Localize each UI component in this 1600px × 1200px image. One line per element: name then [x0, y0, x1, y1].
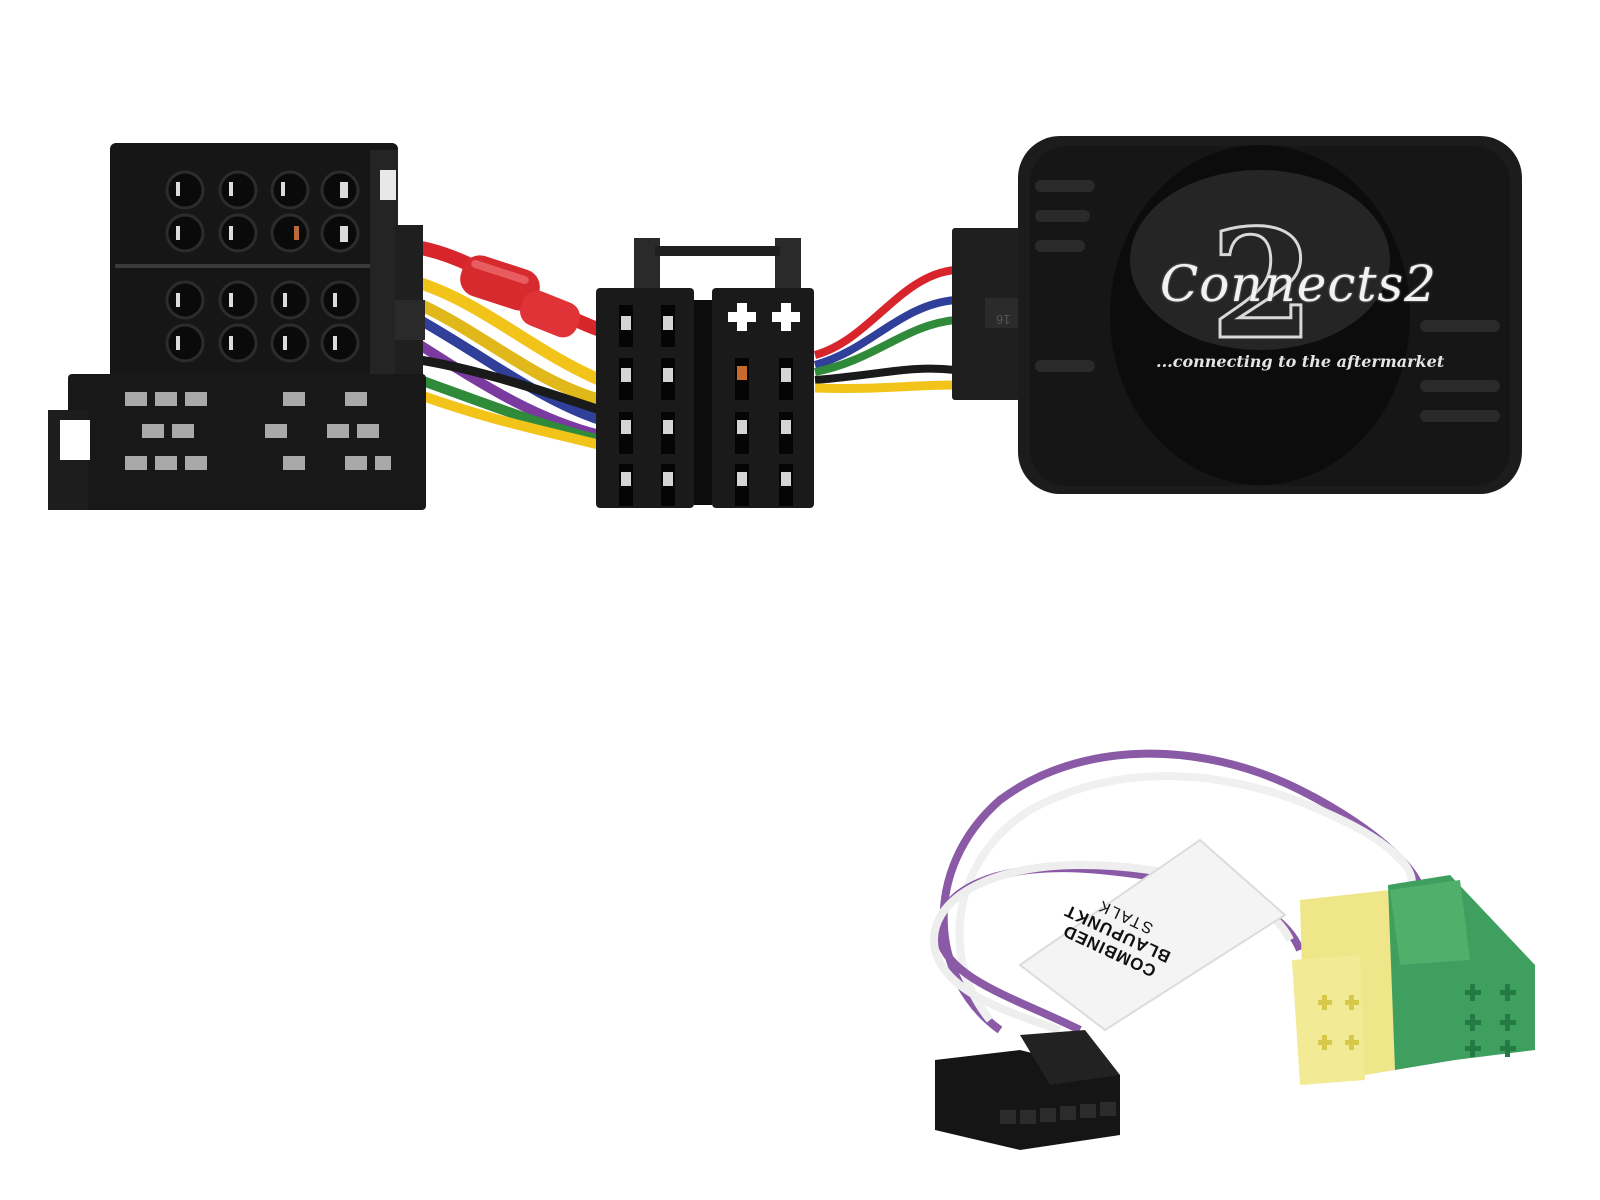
molex-connector: [935, 1030, 1120, 1150]
vehicle-iso-connector: [48, 143, 426, 510]
brand-logo: Connects2: [1160, 255, 1437, 313]
connector-pin-label: 16: [996, 312, 1011, 327]
radio-iso-connector: [596, 238, 814, 508]
brand-logo-numeral: 2: [1208, 197, 1315, 373]
control-module: [952, 136, 1522, 494]
harness-wires-left: [399, 238, 603, 450]
harness-wires-right: [813, 266, 956, 393]
wire-label-tag: [1018, 838, 1287, 1032]
mini-iso-connectors: [1292, 875, 1535, 1085]
brand-tagline: ...connecting to the aftermarket: [1156, 352, 1445, 371]
